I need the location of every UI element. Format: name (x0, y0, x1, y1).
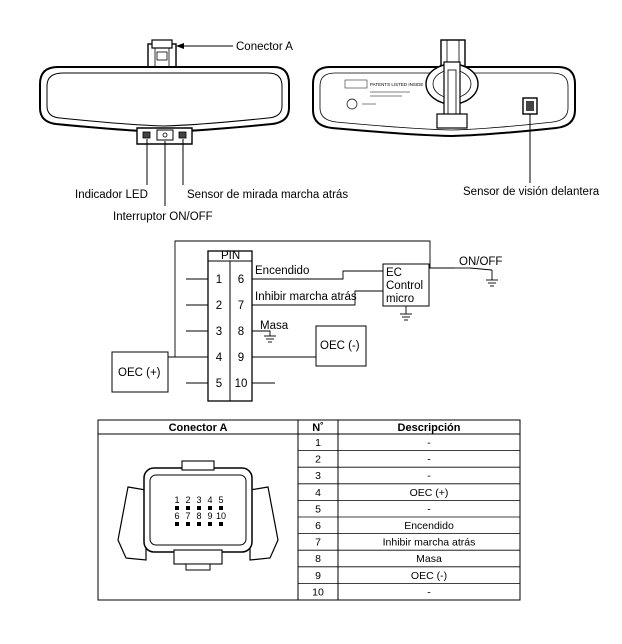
connector-pin-label: 6 (174, 511, 179, 521)
oec-minus-label: OEC (-) (320, 340, 360, 352)
mount-assembly (425, 39, 479, 129)
table-cell-desc: OEC (+) (410, 487, 449, 499)
table-cell-no: 7 (315, 537, 321, 549)
table-cell-desc: - (427, 503, 431, 515)
table-header-no: N˚ (312, 422, 324, 434)
table-cell-desc: OEC (-) (411, 570, 447, 582)
table-cell-desc: - (427, 470, 431, 482)
table-cell-no: 5 (315, 503, 321, 515)
table-cell-desc: - (427, 437, 431, 449)
connector-pin (175, 506, 179, 510)
pin-header: PIN (221, 250, 240, 262)
connector-housing-front (147, 39, 177, 69)
table-cell-desc: Inhibir marcha atrás (383, 537, 476, 549)
label-reverse-inhibit: Inhibir marcha atrás (255, 291, 357, 303)
ec-label-1: EC (386, 267, 402, 279)
label-on-off: ON/OFF (459, 256, 502, 268)
table-cell-no: 6 (315, 520, 321, 532)
connector-pin (186, 506, 190, 510)
pin-number-right: 7 (238, 300, 244, 312)
oec-minus-box (315, 325, 367, 367)
table-cell-no: 4 (315, 487, 321, 499)
table-cell-no: 3 (315, 470, 321, 482)
connector-pin (197, 506, 201, 510)
connector-pin (208, 522, 212, 526)
connector-pin-label: 10 (216, 511, 226, 521)
label-led: Indicador LED (75, 189, 148, 201)
connector-pin-label: 5 (218, 495, 223, 505)
table-cell-no: 9 (315, 570, 321, 582)
switch-ground-symbol (486, 279, 498, 287)
pin-number-left: 1 (216, 274, 222, 286)
ec-ground-symbol (400, 313, 412, 321)
label-switch: Interruptor ON/OFF (113, 211, 213, 223)
ec-label-2: Control (386, 280, 423, 292)
table-cell-no: 2 (315, 454, 321, 466)
connector-pin (186, 522, 190, 526)
oec-plus-box (111, 351, 169, 393)
led-indicator (142, 131, 151, 139)
connector-pin-label: 3 (196, 495, 201, 505)
connector-pin (219, 506, 223, 510)
connector-pin-label: 2 (185, 495, 190, 505)
pin-number-right: 10 (235, 378, 248, 390)
table-cell-desc: - (427, 454, 431, 466)
label-connector-a: Conector A (236, 41, 293, 53)
mirror-front-view: Conector A Indicador LED Sensor de mirad… (39, 39, 348, 223)
table-cell-desc: Encendido (404, 520, 454, 532)
ec-control-box (382, 263, 430, 307)
reverse-gaze-sensor (178, 131, 187, 139)
pin-number-left: 3 (216, 326, 222, 338)
connector-pin-label: 9 (207, 511, 212, 521)
pin-number-right: 9 (238, 352, 244, 364)
pin-number-left: 4 (216, 352, 223, 364)
mirror-rear-view: PATENTS LISTED INSIDE Sensor de visión d… (312, 39, 600, 198)
table-cell-desc: - (427, 586, 431, 598)
connector-pin (208, 506, 212, 510)
label-ignition: Encendido (255, 265, 309, 277)
on-off-switch (156, 129, 174, 141)
pin-number-left: 5 (216, 378, 222, 390)
table-header-desc: Descripción (398, 422, 461, 434)
mirror-front-body (39, 66, 290, 134)
table-cell-no: 8 (315, 553, 321, 565)
label-front-sensor: Sensor de visión delantera (463, 186, 600, 198)
connector-pin (175, 522, 179, 526)
table-cell-no: 1 (315, 437, 321, 449)
label-ground: Masa (260, 320, 289, 332)
connector-pin-label: 1 (174, 495, 179, 505)
label-reverse-sensor: Sensor de mirada marcha atrás (187, 189, 348, 201)
connector-pin (219, 522, 223, 526)
connector-table: Conector A N˚ Descripción 1 - 2 - 3 - 4 OEC (+)… (97, 419, 521, 601)
pin-number-left: 2 (216, 300, 222, 312)
connector-pin (197, 522, 201, 526)
table-cell-no: 10 (312, 586, 324, 598)
pin-number-right: 8 (238, 326, 244, 338)
pin8-ground-symbol (264, 335, 276, 343)
connector-pin-label: 7 (185, 511, 190, 521)
oec-plus-label: OEC (+) (118, 367, 161, 379)
pin-number-right: 6 (238, 274, 244, 286)
table-header-connector: Conector A (169, 422, 228, 434)
connector-pin-label: 8 (196, 511, 201, 521)
ec-label-3: micro (386, 293, 414, 305)
connector-pin-label: 4 (207, 495, 212, 505)
rear-patent-text: PATENTS LISTED INSIDE (370, 82, 423, 87)
wiring-schematic: PIN 1 2 3 4 5 6 7 8 9 10 OEC (+) Encendido Inhibi… (111, 240, 502, 402)
table-cell-desc: Masa (416, 553, 442, 565)
